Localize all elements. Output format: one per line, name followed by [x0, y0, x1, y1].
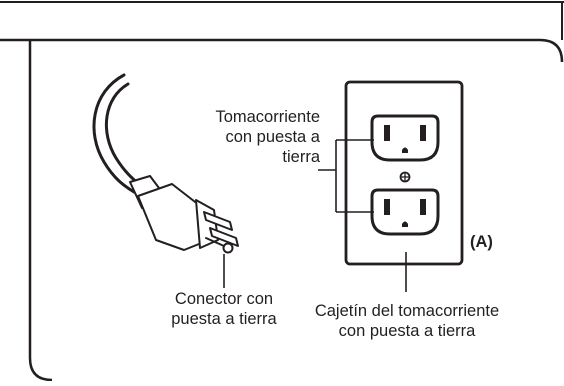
grounded-outlet-box-label: Cajetín del tomacorriente con puesta a t… — [314, 302, 500, 340]
outlet-bracket — [318, 139, 374, 213]
grounded-outlet-label: Tomacorriente con puesta a tierra — [215, 108, 320, 166]
grounding-plug-label: Conector con puesta a tierra — [171, 290, 277, 328]
figure-marker-label: (A) — [470, 233, 493, 251]
duplex-outlet-icon — [344, 80, 464, 266]
grounding-plug-icon — [92, 73, 239, 254]
